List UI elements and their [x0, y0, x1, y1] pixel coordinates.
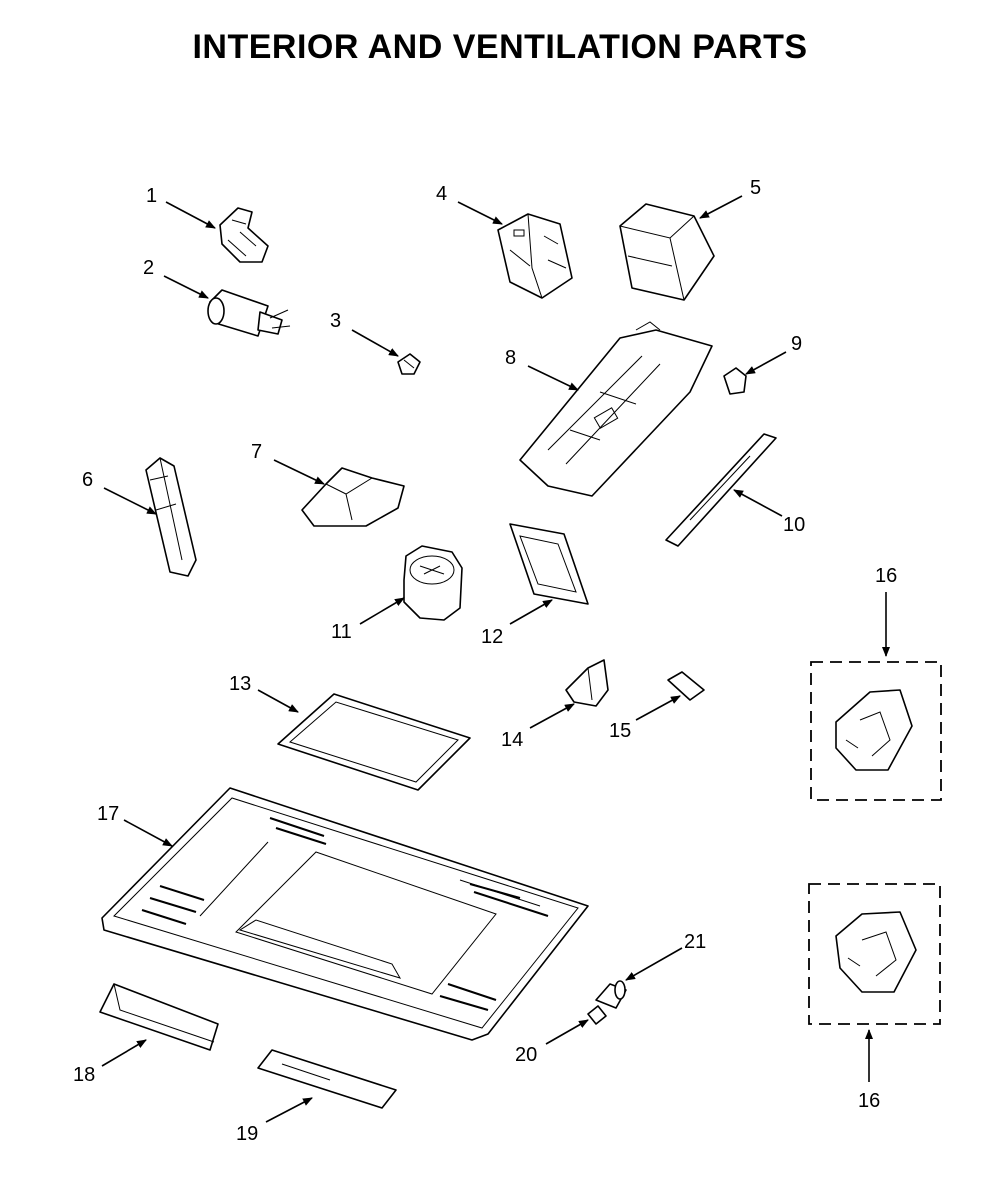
callout-17: 17 [97, 803, 119, 825]
part-9-fitting[interactable] [723, 367, 747, 395]
part-2-capacitor[interactable] [207, 289, 291, 337]
part-16-damper-motor-top[interactable] [835, 689, 913, 771]
leader-5 [699, 195, 743, 219]
callout-3: 3 [330, 310, 341, 332]
leader-6 [103, 487, 157, 515]
leader-3 [351, 329, 399, 357]
part-11-fan-motor[interactable] [403, 545, 463, 621]
callout-7: 7 [251, 441, 262, 463]
part-5-transformer[interactable] [619, 203, 715, 301]
leader-12 [509, 599, 553, 625]
part-4-bracket[interactable] [497, 213, 573, 299]
leader-18 [101, 1039, 147, 1067]
callout-19: 19 [236, 1123, 258, 1145]
leader-2 [163, 275, 209, 299]
part-21-fuse-holder[interactable] [595, 980, 627, 1009]
part-7-duct[interactable] [301, 467, 405, 527]
leader-9 [745, 351, 787, 375]
part-10-rail[interactable] [665, 433, 777, 547]
callout-12: 12 [481, 626, 503, 648]
part-1-bracket[interactable] [219, 207, 269, 263]
callout-15: 15 [609, 720, 631, 742]
part-16-damper-motor-bottom[interactable] [835, 911, 917, 993]
part-6-support[interactable] [145, 457, 197, 577]
part-16-box-top [810, 661, 942, 801]
part-16-box-bottom [808, 883, 941, 1025]
part-17-bottom-plate[interactable] [101, 787, 589, 1041]
part-20-thermostat[interactable] [587, 1005, 607, 1025]
callout-20: 20 [515, 1044, 537, 1066]
callout-18: 18 [73, 1064, 95, 1086]
leader-21 [625, 947, 683, 981]
callout-9: 9 [791, 333, 802, 355]
leader-7 [273, 459, 325, 485]
leader-20 [545, 1019, 589, 1045]
leader-15 [635, 695, 681, 721]
part-14-switch-bracket[interactable] [565, 659, 609, 707]
callout-8: 8 [505, 347, 516, 369]
callout-5: 5 [750, 177, 761, 199]
callout-11: 11 [331, 621, 352, 643]
leader-8 [527, 365, 579, 391]
part-13-filter-frame[interactable] [277, 693, 471, 791]
callout-21: 21 [684, 931, 706, 953]
page-title: INTERIOR AND VENTILATION PARTS [192, 28, 808, 66]
part-12-damper-frame[interactable] [509, 523, 589, 605]
callout-4: 4 [436, 183, 447, 205]
leader-14 [529, 703, 575, 729]
leader-1 [165, 201, 216, 229]
part-19-panel-strip[interactable] [257, 1049, 397, 1109]
leader-13 [257, 689, 299, 713]
callout-6: 6 [82, 469, 93, 491]
leader-17 [123, 819, 173, 847]
callout-13: 13 [229, 673, 251, 695]
callout-1: 1 [146, 185, 157, 207]
part-15-switch[interactable] [667, 671, 705, 701]
callout-2: 2 [143, 257, 154, 279]
callout-10: 10 [783, 514, 805, 536]
leader-19 [265, 1097, 313, 1123]
leader-10 [733, 489, 783, 517]
callout-14: 14 [501, 729, 523, 751]
callout-16-top: 16 [875, 565, 897, 587]
leader-11 [359, 597, 405, 625]
part-18-grille-bracket[interactable] [99, 983, 219, 1051]
part-8-mounting-plate[interactable] [519, 321, 713, 497]
callout-16-bottom: 16 [858, 1090, 880, 1112]
leader-4 [457, 201, 503, 225]
part-3-clip[interactable] [397, 353, 421, 375]
